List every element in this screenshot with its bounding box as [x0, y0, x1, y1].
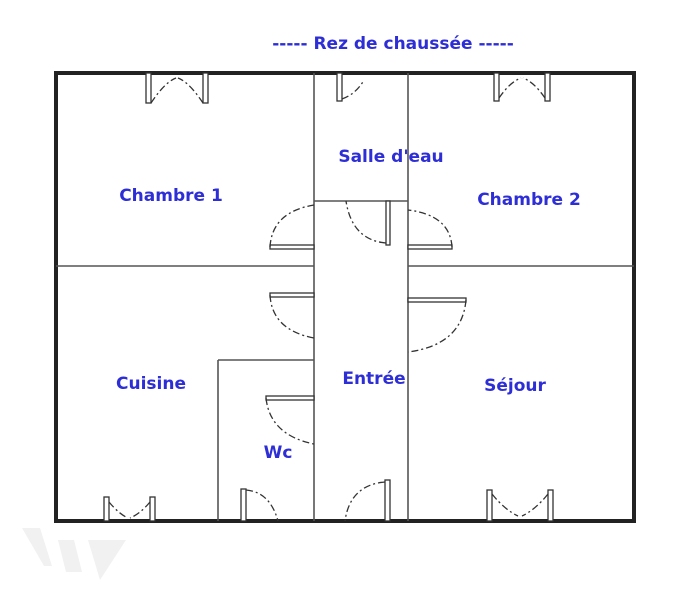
- room-label-wc: Wc: [264, 443, 293, 463]
- door-wc-exterior: [240, 488, 279, 522]
- interior-walls: [56, 73, 634, 521]
- window-chambre2: [493, 72, 551, 102]
- outer-wall: [54, 71, 636, 523]
- watermark-logo: [22, 528, 126, 580]
- window-chambre1: [145, 72, 209, 104]
- plan-title: ----- Rez de chaussée -----: [272, 34, 514, 54]
- door-wc: [265, 395, 315, 445]
- room-label-salle-eau: Salle d'eau: [338, 147, 443, 167]
- door-chambre1: [269, 204, 315, 250]
- door-chambre2: [407, 209, 453, 250]
- room-label-chambre2: Chambre 2: [477, 190, 581, 210]
- door-entree: [344, 479, 391, 522]
- window-cuisine: [103, 496, 156, 522]
- door-cuisine: [269, 292, 315, 339]
- room-label-cuisine: Cuisine: [116, 374, 186, 394]
- room-label-chambre1: Chambre 1: [119, 186, 223, 206]
- room-label-sejour: Séjour: [484, 376, 546, 396]
- room-label-entree: Entrée: [342, 369, 405, 389]
- window-salle-eau: [336, 72, 365, 102]
- door-sejour: [407, 297, 467, 353]
- door-salle-eau: [345, 200, 391, 246]
- window-sejour: [486, 489, 554, 522]
